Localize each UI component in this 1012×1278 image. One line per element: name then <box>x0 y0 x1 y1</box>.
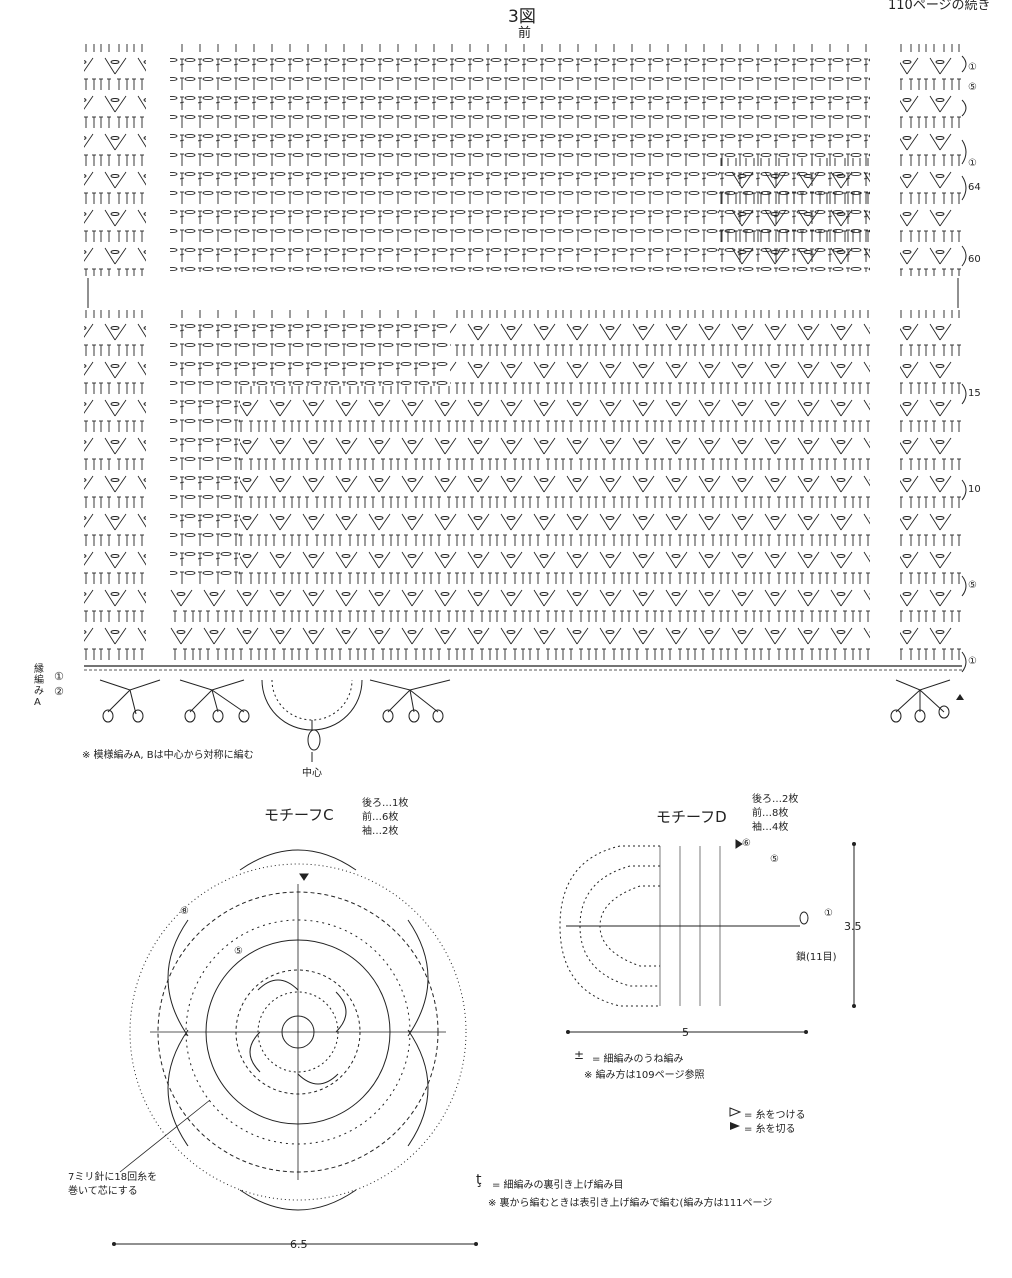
rib-stitch-text: = 細編みのうね編み <box>592 1054 684 1065</box>
edge-fan-2 <box>179 679 250 723</box>
row-marker: ① <box>968 158 977 169</box>
motif-d-title: モチーフD <box>656 808 727 826</box>
edge-row-1: ① <box>54 670 64 683</box>
motif-c-width-label: 6.5 <box>290 1238 308 1251</box>
row-marker: 60 <box>968 254 981 265</box>
right-border-lower <box>900 310 962 662</box>
cut-yarn-icon <box>730 1122 740 1130</box>
motif-d-diagram <box>559 839 809 1007</box>
motif-c-round-8: ⑧ <box>180 906 189 917</box>
motif-d-count-front: 前…8枚 <box>752 808 789 819</box>
rib-stitch-symbol: ± <box>574 1048 585 1062</box>
motif-c-round-5: ⑤ <box>234 946 243 957</box>
edge-fan-3 <box>369 679 451 723</box>
back-post-text: = 細編みの裏引き上げ編み目 <box>492 1180 624 1191</box>
motif-d-row-6: ⑥ <box>742 838 751 849</box>
motif-d-height-label: 3.5 <box>844 920 862 933</box>
edge-pattern-label: 縁編みA <box>34 664 44 708</box>
motif-d-width-label: 5 <box>682 1026 689 1039</box>
front-label: 前 <box>518 26 532 41</box>
motif-d-count-back: 後ろ…2枚 <box>752 794 799 805</box>
back-post-symbol: ţ <box>476 1172 482 1188</box>
row-marker: 15 <box>968 388 981 399</box>
join-yarn-text: = 糸をつける <box>744 1110 806 1121</box>
motif-d-row-5: ⑤ <box>770 854 779 865</box>
corner-note: 110ページの続き <box>888 0 991 13</box>
figure-title: 3図 <box>508 7 536 27</box>
core-leader-line <box>119 1099 211 1173</box>
motif-c-title: モチーフC <box>264 806 334 824</box>
row-marker: 10 <box>968 484 981 495</box>
cut-yarn-text: = 糸を切る <box>744 1124 796 1135</box>
filet-lower-left <box>170 386 240 586</box>
rib-stitch-note: ※ 編み方は109ページ参照 <box>584 1070 705 1081</box>
row-marker: ① <box>968 62 977 73</box>
filet-lower-top <box>170 310 450 386</box>
back-post-note: ※ 裏から編むときは表引き上げ編みで編む(編み方は111ページ <box>488 1198 773 1209</box>
core-note-1: 7ミリ針に18回糸を <box>68 1172 158 1183</box>
right-border-upper <box>900 44 962 276</box>
left-border-lower <box>84 310 146 662</box>
left-border-upper <box>84 44 146 276</box>
edge-fan-1 <box>99 679 161 723</box>
motif-d-row-1: ① <box>824 908 833 919</box>
core-note-2: 巻いて芯にする <box>68 1186 138 1197</box>
row-marker: ⑤ <box>968 580 977 591</box>
motif-d-chain-label: 鎖(11目) <box>796 952 837 963</box>
motif-c-count-sleeve: 袖…2枚 <box>362 826 399 837</box>
motif-c-count-front: 前…6枚 <box>362 812 399 823</box>
edge-fan-4 <box>890 679 964 723</box>
edge-center-fan <box>261 679 363 762</box>
symmetric-note: ※ 模様編みA, Bは中心から対称に編む <box>82 750 254 761</box>
center-label: 中心 <box>302 768 322 779</box>
motif-c-diagram <box>129 849 467 1211</box>
motif-c-count-back: 後ろ…1枚 <box>362 798 409 809</box>
row-turn-arcs <box>961 55 967 673</box>
join-yarn-icon <box>729 1107 742 1117</box>
row-marker: ⑤ <box>968 82 977 93</box>
row-marker: ① <box>968 656 977 667</box>
motif-d-count-sleeve: 袖…4枚 <box>752 822 789 833</box>
row-marker: 64 <box>968 182 981 193</box>
edge-row-2: ② <box>54 685 64 698</box>
vee-region-upper-right <box>718 158 870 268</box>
